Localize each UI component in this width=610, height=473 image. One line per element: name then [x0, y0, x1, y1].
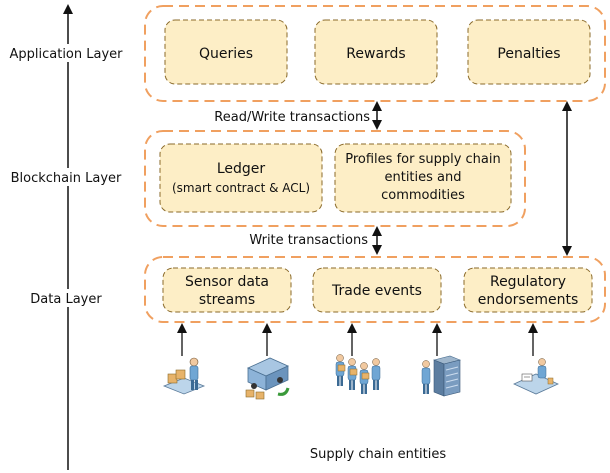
warehouse-worker-icon — [162, 357, 206, 395]
penalties-box — [467, 19, 591, 85]
profiles-box — [334, 143, 512, 213]
penalties-label: Penalties — [497, 46, 560, 62]
regulatory-line-2: endorsements — [478, 292, 579, 308]
queries-label: Queries — [199, 46, 253, 62]
regulatory-box — [463, 267, 593, 313]
trade-events-box — [312, 267, 442, 313]
queries-box — [164, 19, 288, 85]
blockchain-layer-container — [144, 130, 526, 227]
blockchain-layer-label: Blockchain Layer — [11, 171, 122, 186]
server-rack-icon — [421, 355, 461, 397]
rewards-label: Rewards — [346, 46, 405, 62]
write-transactions-label: Write transactions — [249, 233, 368, 248]
sensor-data-line-2: streams — [199, 292, 255, 308]
ledger-title: Ledger — [217, 161, 266, 177]
profiles-line-2: entities and — [384, 170, 461, 185]
sensor-data-box — [162, 267, 292, 313]
application-layer-container — [144, 5, 606, 102]
sensor-data-line-1: Sensor data — [185, 274, 269, 290]
regulatory-line-1: Regulatory — [490, 274, 566, 290]
rewards-box — [314, 19, 438, 85]
delivery-truck-icon — [245, 357, 290, 400]
workers-group-icon — [335, 354, 381, 394]
inspector-desk-icon — [513, 358, 559, 395]
data-layer-label: Data Layer — [30, 292, 102, 307]
profiles-line-1: Profiles for supply chain — [345, 152, 501, 167]
ledger-box — [159, 143, 323, 213]
trade-events-label: Trade events — [331, 283, 422, 299]
profiles-line-3: commodities — [381, 188, 465, 203]
supply-chain-entities-caption: Supply chain entities — [310, 447, 446, 462]
ledger-subtitle: (smart contract & ACL) — [172, 181, 310, 195]
read-write-transactions-label: Read/Write transactions — [214, 110, 370, 125]
data-layer-container — [144, 256, 606, 323]
application-layer-label: Application Layer — [9, 47, 123, 62]
